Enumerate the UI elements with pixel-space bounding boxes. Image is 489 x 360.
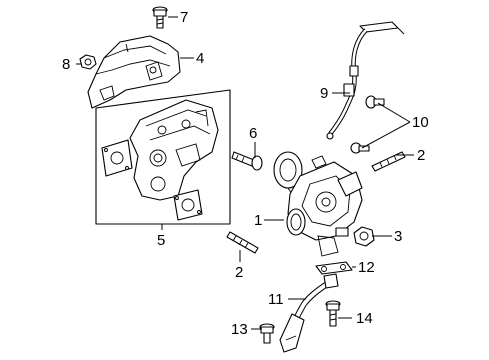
oil-return-pipe-part-11	[279, 273, 339, 353]
callout-6: 6	[249, 125, 257, 142]
bolt-part-14	[325, 300, 341, 327]
callout-1: 1	[254, 212, 262, 229]
callout-13: 13	[231, 321, 248, 338]
stud-part-2-right	[371, 151, 406, 172]
callout-4: 4	[196, 50, 204, 67]
bolt-part-13	[259, 323, 275, 344]
heat-shield-part-4	[87, 35, 181, 109]
manifold-group-part-5	[95, 89, 231, 225]
callout-11: 11	[268, 291, 284, 308]
callout-2-lower: 2	[235, 264, 243, 281]
nut-part-8	[79, 54, 97, 70]
leader-lines	[76, 16, 414, 330]
callout-8: 8	[62, 56, 70, 73]
nut-part-3	[353, 226, 375, 247]
bolt-part-6	[231, 151, 263, 171]
banjo-bolt-part-10	[350, 95, 385, 154]
oil-feed-line-part-9	[326, 21, 405, 140]
callout-5: 5	[157, 232, 165, 249]
callout-14: 14	[356, 310, 373, 327]
callout-7: 7	[180, 9, 188, 26]
callout-3: 3	[394, 228, 402, 245]
callout-labels: 7 8 4 5 6 1 2 2 3 9 10 12 11 13 14	[62, 9, 429, 338]
callout-2-right: 2	[417, 147, 425, 164]
gasket-part-12	[315, 261, 353, 275]
callout-9: 9	[320, 85, 328, 102]
callout-10: 10	[412, 114, 429, 131]
stud-part-2-left	[226, 231, 259, 254]
callout-12: 12	[358, 259, 375, 276]
turbocharger-part-1	[273, 151, 363, 257]
bolt-part-7	[152, 6, 168, 29]
